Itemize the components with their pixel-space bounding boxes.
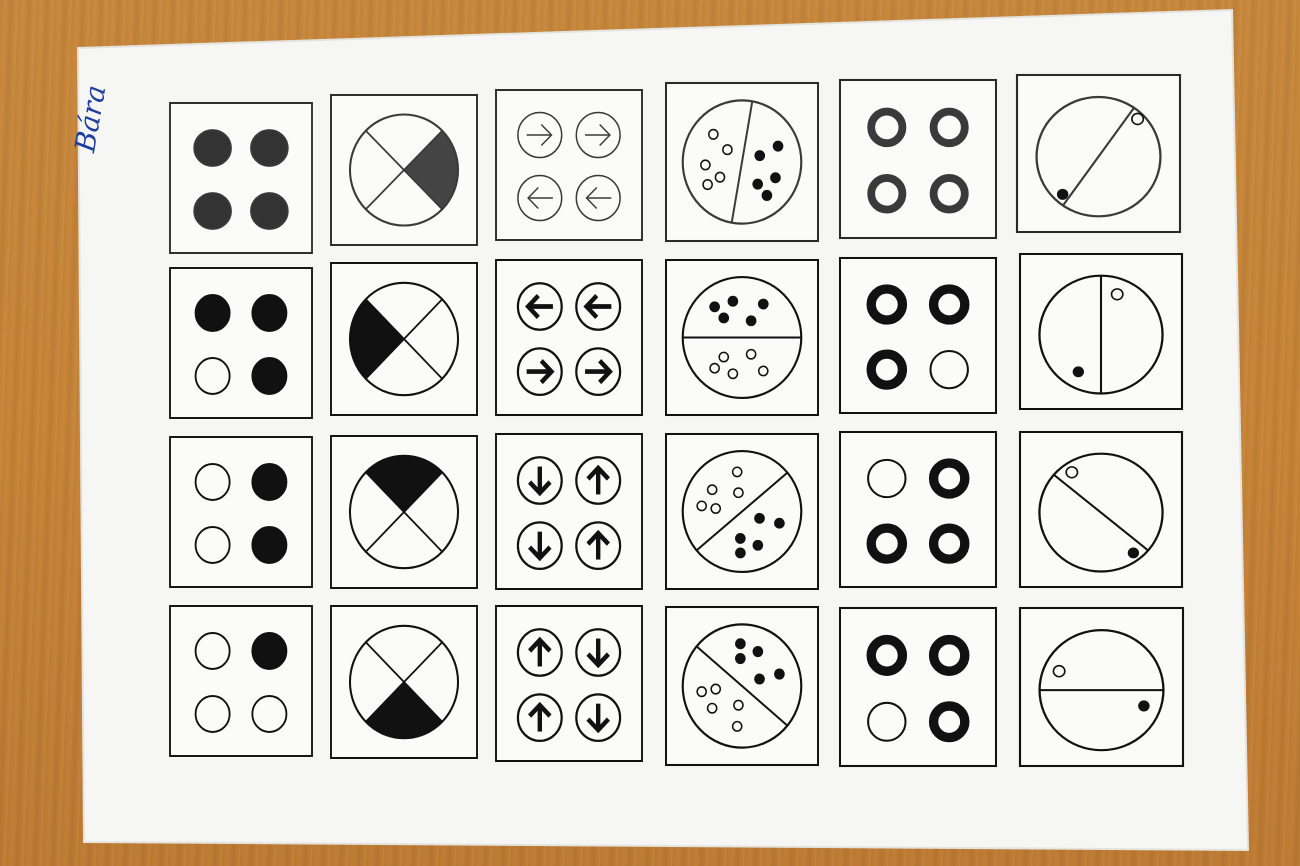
filled-small-dot [753, 179, 762, 188]
filled-dot [196, 295, 230, 331]
cell-drawing [666, 607, 818, 765]
cell-r1-line-circle [1017, 75, 1180, 232]
cell-drawing [840, 80, 996, 238]
cell-r1-quadrant-pie [331, 95, 477, 245]
cell-r3-dots [170, 437, 312, 587]
cell-r4-arrows [496, 606, 642, 761]
filled-small-dot [736, 548, 745, 557]
cell-drawing [666, 260, 818, 415]
cell-drawing [840, 258, 996, 413]
filled-dot [252, 358, 286, 394]
cell-r3-arrows [496, 434, 642, 589]
cell-frame [1020, 608, 1183, 766]
cell-r4-line-circle [1020, 608, 1183, 766]
filled-small-dot [755, 151, 764, 160]
cell-frame [496, 90, 642, 240]
cell-r3-quadrant-pie [331, 436, 477, 588]
cell-frame [840, 80, 996, 238]
cell-drawing [170, 606, 312, 756]
cell-r3-line-circle [1020, 432, 1182, 587]
filled-small-dot [728, 297, 737, 306]
cell-drawing [666, 434, 818, 589]
filled-small-dot [771, 173, 780, 182]
filled-dot [251, 193, 288, 229]
cell-r4-rings [840, 608, 996, 766]
filled-small-dot [736, 534, 745, 543]
cell-drawing [496, 434, 642, 589]
cell-drawing [666, 83, 818, 241]
filled-small-dot [773, 141, 782, 150]
cell-drawing [1020, 254, 1182, 409]
filled-dot [194, 130, 231, 166]
cell-drawing [1020, 432, 1182, 587]
cell-drawing [496, 606, 642, 761]
cell-r1-dot-split-circle [666, 83, 818, 241]
cell-r1-dots [170, 103, 312, 253]
cell-r3-rings [840, 432, 996, 587]
cell-drawing [331, 263, 477, 415]
filled-small-dot [1057, 189, 1068, 200]
filled-small-dot [753, 647, 762, 656]
filled-small-dot [762, 191, 771, 200]
cell-drawing [496, 90, 642, 240]
cell-frame [496, 260, 642, 415]
cell-drawing [170, 103, 312, 253]
filled-small-dot [719, 313, 728, 322]
cell-r2-rings [840, 258, 996, 413]
filled-dot [252, 464, 286, 500]
cell-frame [840, 258, 996, 413]
filled-small-dot [775, 519, 784, 528]
cell-r2-dot-split-circle [666, 260, 818, 415]
filled-small-dot [1073, 366, 1084, 377]
cell-drawing [170, 437, 312, 587]
cell-r4-dot-split-circle [666, 607, 818, 765]
cell-drawing [331, 436, 477, 588]
filled-small-dot [759, 299, 768, 308]
filled-small-dot [753, 541, 762, 550]
filled-dot [251, 130, 288, 166]
cell-drawing [840, 432, 996, 587]
cell-r2-quadrant-pie [331, 263, 477, 415]
cell-r2-arrows [496, 260, 642, 415]
filled-small-dot [736, 654, 745, 663]
cell-drawing [170, 268, 312, 418]
cell-r4-dots [170, 606, 312, 756]
cell-frame [1017, 75, 1180, 232]
filled-dot [252, 295, 286, 331]
filled-small-dot [1128, 547, 1139, 558]
cell-drawing [496, 260, 642, 415]
filled-small-dot [1138, 700, 1149, 711]
filled-small-dot [775, 669, 784, 678]
cell-r3-dot-split-circle [666, 434, 818, 589]
cell-frame [840, 432, 996, 587]
filled-dot [252, 633, 286, 669]
cell-frame [170, 437, 312, 587]
filled-small-dot [747, 316, 756, 325]
filled-dot [194, 193, 231, 229]
cell-r1-arrows [496, 90, 642, 240]
cell-drawing [331, 95, 477, 245]
filled-small-dot [710, 302, 719, 311]
cell-frame [170, 268, 312, 418]
filled-small-dot [755, 674, 764, 683]
cell-frame [170, 606, 312, 756]
filled-small-dot [736, 639, 745, 648]
cell-frame [170, 103, 312, 253]
cell-r2-line-circle [1020, 254, 1182, 409]
filled-small-dot [755, 514, 764, 523]
cell-frame [496, 434, 642, 589]
cell-drawing [1017, 75, 1180, 232]
cell-frame [840, 608, 996, 766]
cell-drawing [1020, 608, 1183, 766]
cell-frame [496, 606, 642, 761]
cell-drawing [840, 608, 996, 766]
cell-frame [1020, 432, 1182, 587]
cell-drawing [331, 606, 477, 758]
cell-r1-rings [840, 80, 996, 238]
cell-r2-dots [170, 268, 312, 418]
filled-dot [252, 527, 286, 563]
cell-r4-quadrant-pie [331, 606, 477, 758]
